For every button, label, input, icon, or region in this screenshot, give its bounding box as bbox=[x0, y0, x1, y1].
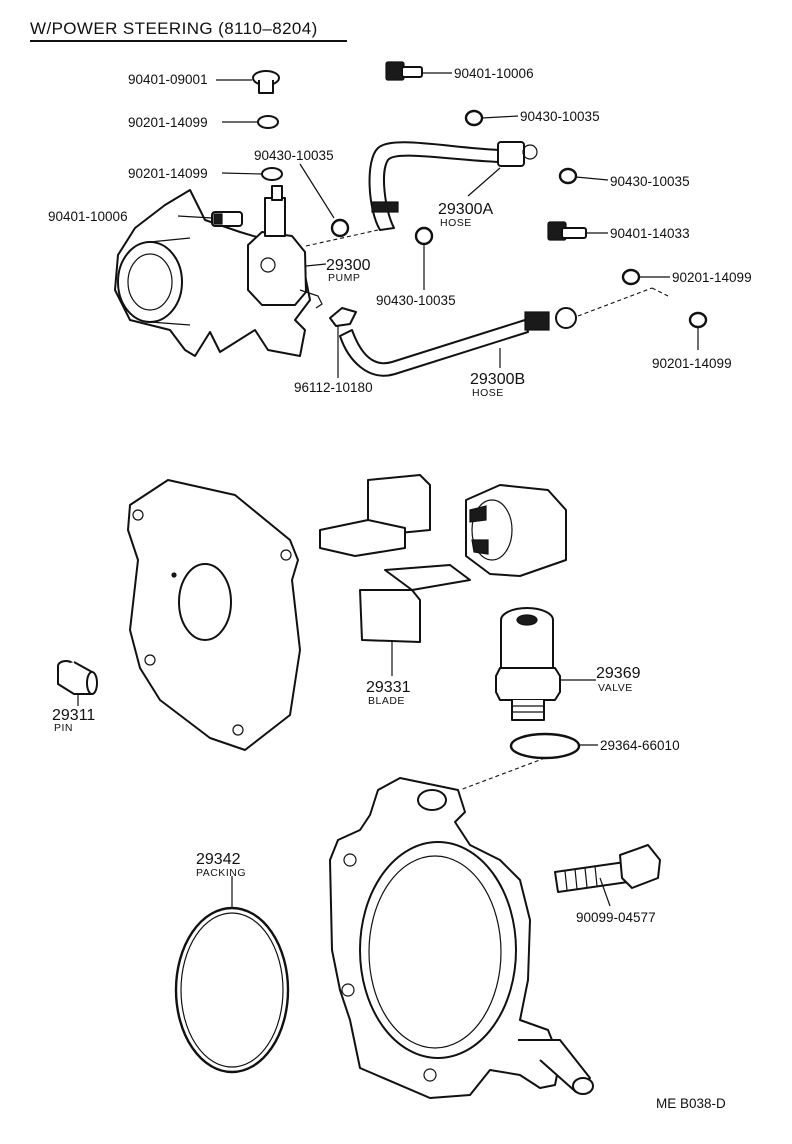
part-name-pump: PUMP bbox=[328, 272, 360, 284]
leader-90099 bbox=[599, 877, 611, 907]
label-90401-09001: 90401-09001 bbox=[128, 72, 208, 87]
hose-b-drawing bbox=[339, 307, 577, 377]
leader-29300a bbox=[467, 167, 501, 197]
label-96112-10180: 96112-10180 bbox=[294, 380, 373, 395]
clip-drawing bbox=[329, 307, 357, 327]
packing-drawing bbox=[174, 906, 290, 1074]
end-plate-drawing bbox=[127, 479, 301, 751]
pump-drawing bbox=[247, 185, 323, 309]
part-number-blade: 29331 bbox=[366, 679, 411, 696]
union-bolt-right bbox=[547, 221, 587, 241]
dash-pump-to-hose bbox=[305, 229, 379, 247]
leader-90430-10035-c bbox=[575, 176, 609, 181]
part-number-valve: 29369 bbox=[596, 665, 641, 682]
washer-90201-d bbox=[688, 311, 708, 329]
cap-drawing bbox=[252, 70, 280, 94]
gasket-90430-b bbox=[558, 167, 578, 185]
rotor-drawing bbox=[465, 484, 567, 577]
gasket-90430-d bbox=[414, 226, 434, 246]
union-bolt-top bbox=[385, 61, 423, 81]
label-90430-10035-d: 90430-10035 bbox=[376, 293, 456, 308]
washer-90201-b bbox=[261, 167, 283, 181]
bolt-drawing bbox=[554, 844, 661, 893]
housing-drawing bbox=[329, 777, 594, 1099]
blades-drawing bbox=[319, 474, 471, 643]
label-90430-10035-a: 90430-10035 bbox=[254, 148, 334, 163]
dash-washer-link bbox=[651, 287, 669, 297]
part-name-hose-a: HOSE bbox=[440, 217, 472, 229]
label-90099-04577: 90099-04577 bbox=[576, 910, 656, 925]
label-90430-10035-c: 90430-10035 bbox=[610, 174, 690, 189]
alternator-body bbox=[114, 189, 311, 357]
label-90201-14099-a: 90201-14099 bbox=[128, 115, 208, 130]
label-90401-10006-a: 90401-10006 bbox=[48, 209, 128, 224]
label-29364-66010: 29364-66010 bbox=[600, 738, 680, 753]
washer-90201-a bbox=[257, 115, 279, 129]
part-number-hose-b: 29300B bbox=[470, 371, 525, 388]
leader-90201-14099-b bbox=[221, 172, 263, 175]
part-name-hose-b: HOSE bbox=[472, 387, 504, 399]
part-number-pump: 29300 bbox=[326, 257, 371, 274]
part-name-blade: BLADE bbox=[368, 695, 405, 707]
diagram-code: ME B038-D bbox=[656, 1096, 726, 1111]
label-90401-10006-b: 90401-10006 bbox=[454, 66, 534, 81]
leader-90430-10035-a bbox=[299, 163, 335, 219]
gasket-29364 bbox=[509, 732, 581, 760]
hose-a-drawing bbox=[368, 141, 538, 231]
gasket-90430-a bbox=[464, 109, 484, 127]
label-90201-14099-b: 90201-14099 bbox=[128, 166, 208, 181]
part-name-valve: VALVE bbox=[598, 682, 633, 694]
leader-29300-pump bbox=[305, 263, 327, 267]
part-number-hose-a: 29300A bbox=[438, 201, 493, 218]
part-number-pin: 29311 bbox=[52, 707, 95, 724]
washer-90201-c bbox=[621, 268, 641, 286]
label-90430-10035-b: 90430-10035 bbox=[520, 109, 600, 124]
label-90401-14033: 90401-14033 bbox=[610, 226, 690, 241]
label-90201-14099-c: 90201-14099 bbox=[672, 270, 752, 285]
valve-drawing bbox=[495, 607, 561, 721]
leader-90430-10035-b bbox=[481, 115, 519, 119]
pin-drawing bbox=[57, 660, 98, 695]
part-name-packing: PACKING bbox=[196, 867, 246, 879]
part-name-pin: PIN bbox=[54, 722, 73, 734]
dash-hose-b-to-washer bbox=[577, 287, 653, 317]
diagram-title: W/POWER STEERING (8110–8204) bbox=[30, 19, 318, 38]
gasket-90430-c bbox=[330, 218, 350, 238]
dash-gasket-to-housing bbox=[459, 757, 546, 791]
leader-90401-10006-a bbox=[177, 215, 213, 219]
part-number-packing: 29342 bbox=[196, 851, 241, 868]
label-90201-14099-d: 90201-14099 bbox=[652, 356, 732, 371]
union-bolt-left bbox=[211, 211, 243, 227]
